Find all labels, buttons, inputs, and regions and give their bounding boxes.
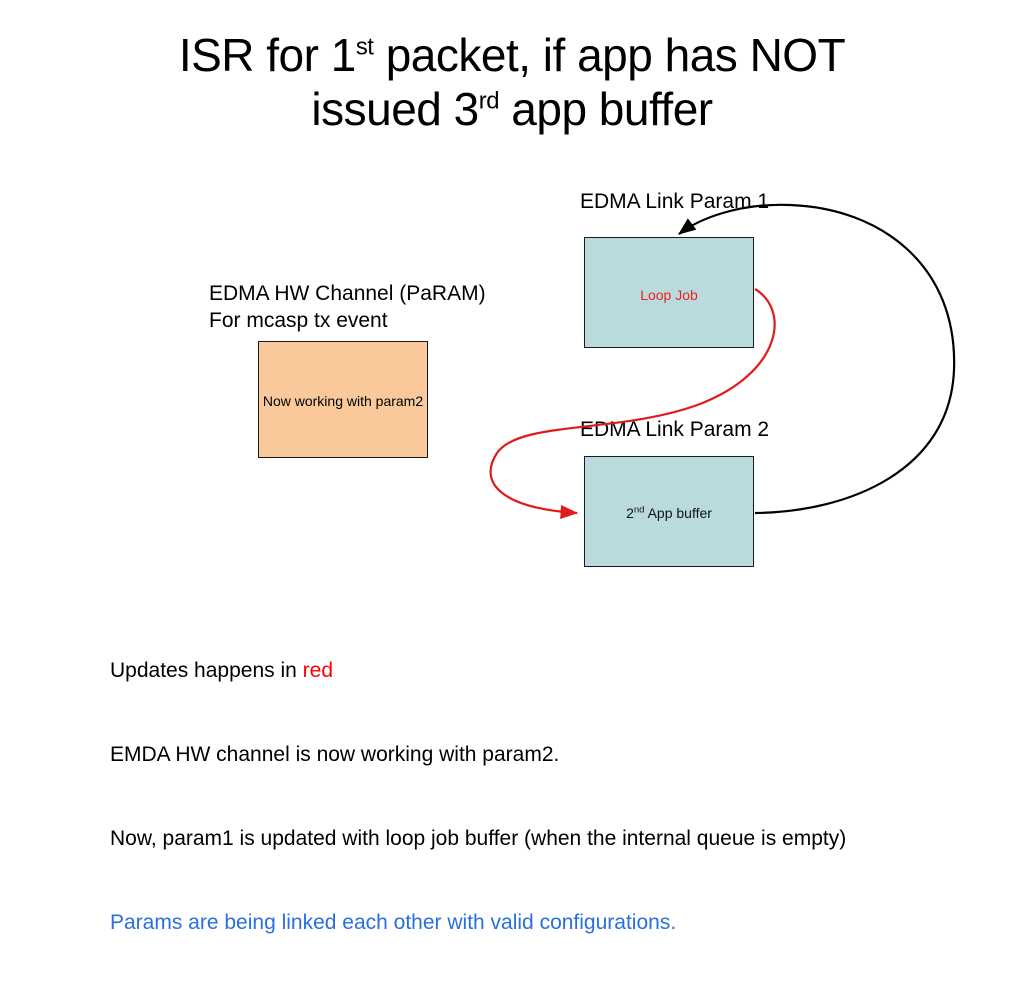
label-hw-channel-line1: EDMA HW Channel (PaRAM) [209,282,486,305]
caption-block: Updates happens in red EMDA HW channel i… [110,601,846,993]
label-hw-channel-line2: For mcasp tx event [209,309,388,332]
label-edma-link-param-2: EDMA Link Param 2 [580,418,770,441]
caption-line-2: EMDA HW channel is now working with para… [110,743,560,766]
page-title: ISR for 1st packet, if app has NOT issue… [62,28,962,136]
slide-canvas: ISR for 1st packet, if app has NOT issue… [62,28,962,934]
ordinal-nd: nd [633,504,645,516]
caption-line-3: Now, param1 is updated with loop job buf… [110,827,847,850]
title-line-2: issued 3rd app buffer [311,83,713,135]
box-text-loop-job: Loop Job [640,287,698,303]
label-edma-hw-channel: EDMA HW Channel (PaRAM) For mcasp tx even… [209,280,486,334]
title-ordinal-st: st [355,33,374,61]
box-text-2nd-app-buffer: 2nd App buffer [626,504,712,521]
box-edma-hw-channel [258,341,428,458]
box-text-now-working-with-param2: Now working with param2 [262,393,424,409]
title-ordinal-rd: rd [478,87,500,115]
title-line-1: ISR for 1st packet, if app has NOT [178,29,846,81]
caption-line-1: Updates happens in red [110,659,333,682]
caption-line-4: Params are being linked each other with … [110,911,677,934]
caption-highlight-red: red [302,659,333,682]
label-edma-link-param-1: EDMA Link Param 1 [580,190,770,213]
